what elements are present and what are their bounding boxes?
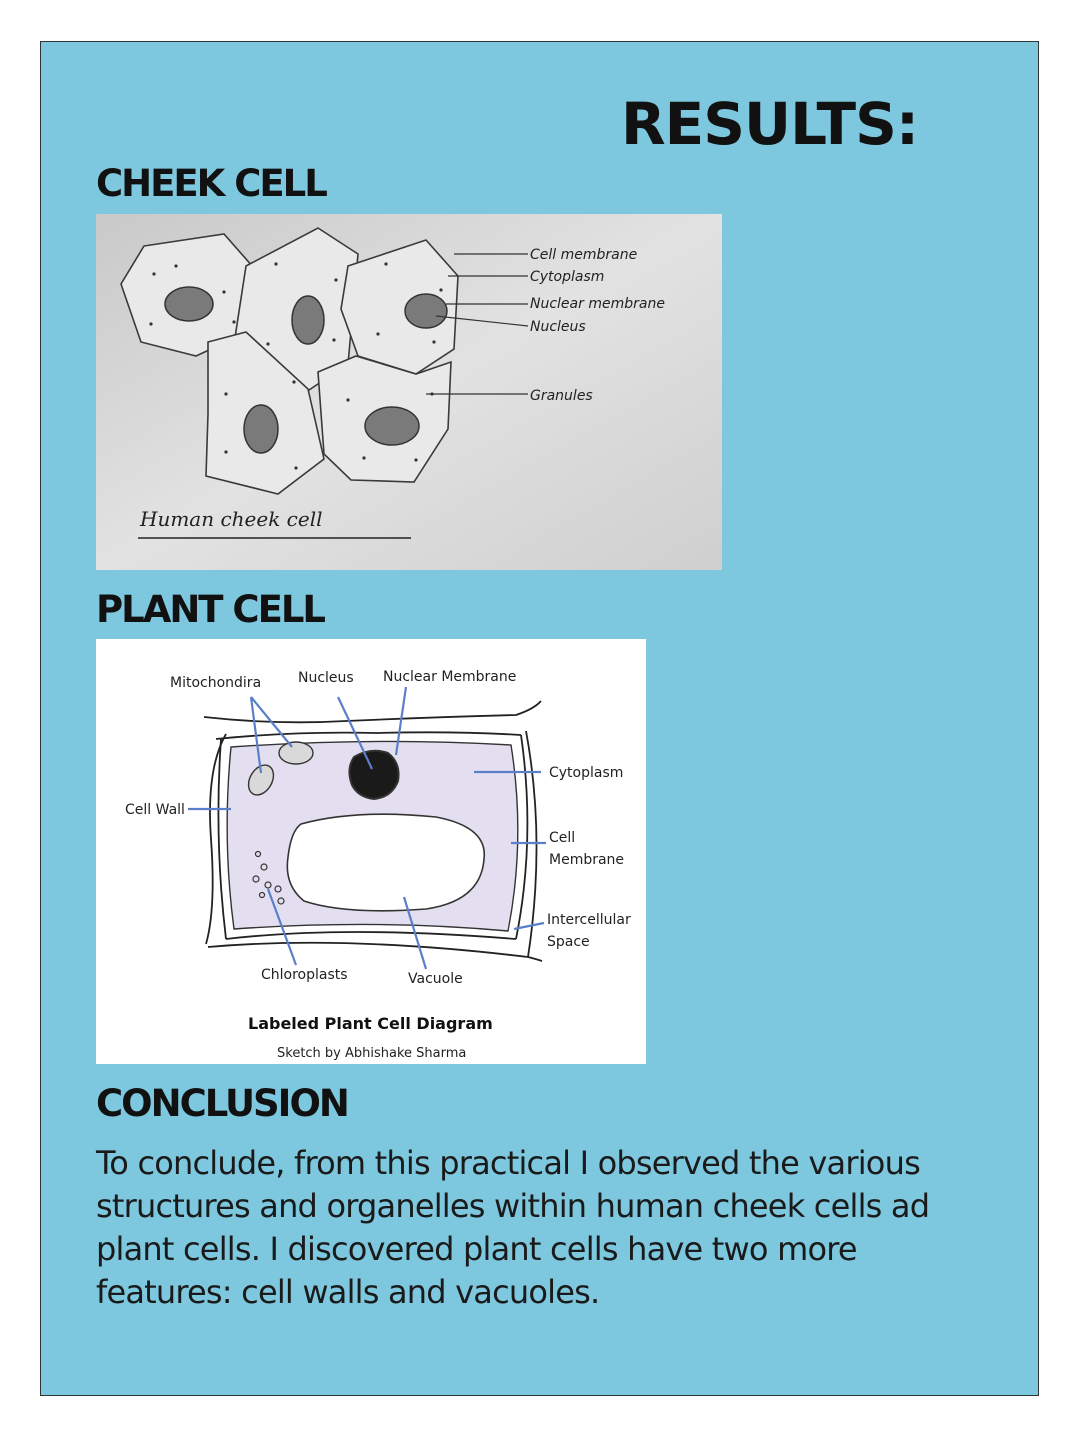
cheek-cell-drawing: Cell membrane Cytoplasm Nuclear membrane… (96, 214, 722, 570)
label-granules: Granules (530, 388, 593, 404)
label-nuclear-membrane: Nuclear membrane (530, 296, 665, 312)
label-cell-wall: Cell Wall (125, 802, 185, 818)
label-cytoplasm: Cytoplasm (530, 269, 604, 285)
cheek-pointer-lines (426, 253, 529, 395)
label-chloroplasts: Chloroplasts (261, 967, 348, 983)
mitochondrion-2 (247, 764, 275, 796)
cheek-cell-figure: Cell membrane Cytoplasm Nuclear membrane… (96, 214, 722, 570)
cheek-nuclei (164, 286, 448, 454)
label-nuclear-membrane: Nuclear Membrane (383, 669, 516, 685)
conclusion-title: CONCLUSION (96, 1082, 350, 1125)
results-panel: RESULTS: CHEEK CELL (40, 41, 1039, 1396)
plant-cell-drawing: Mitochondira Nucleus Nuclear Membrane Cy… (96, 639, 646, 1064)
plant-credit: Sketch by Abhishake Sharma (277, 1046, 466, 1061)
vacuole-shape (286, 813, 485, 912)
label-nucleus: Nucleus (298, 670, 354, 686)
chloroplast-dots (252, 850, 285, 905)
plant-cell-figure: Mitochondira Nucleus Nuclear Membrane Cy… (96, 639, 646, 1064)
cheek-caption: Human cheek cell (139, 507, 323, 531)
label-vacuole: Vacuole (408, 971, 463, 987)
label-mitochondria: Mitochondira (170, 675, 261, 691)
results-heading: RESULTS: (621, 90, 919, 158)
plant-caption: Labeled Plant Cell Diagram (248, 1014, 493, 1033)
label-intercellular-line1: Intercellular (547, 912, 631, 928)
cheek-labels: Cell membrane Cytoplasm Nuclear membrane… (530, 247, 665, 404)
conclusion-text: To conclude, from this practical I obser… (96, 1144, 930, 1311)
label-nucleus: Nucleus (530, 319, 586, 335)
plant-cell-title: PLANT CELL (96, 588, 326, 631)
plant-leader-lines (188, 686, 546, 970)
label-cell-membrane-line1: Cell (549, 830, 575, 846)
cheek-cell-title: CHEEK CELL (96, 162, 328, 205)
label-cell-membrane: Cell membrane (530, 247, 637, 263)
label-cytoplasm: Cytoplasm (549, 765, 623, 781)
label-intercellular-line2: Space (547, 934, 590, 950)
nucleus-shape (348, 749, 400, 801)
plant-labels: Mitochondira Nucleus Nuclear Membrane Cy… (125, 669, 631, 987)
mitochondrion-1 (278, 741, 314, 765)
label-cell-membrane-line2: Membrane (549, 852, 624, 868)
